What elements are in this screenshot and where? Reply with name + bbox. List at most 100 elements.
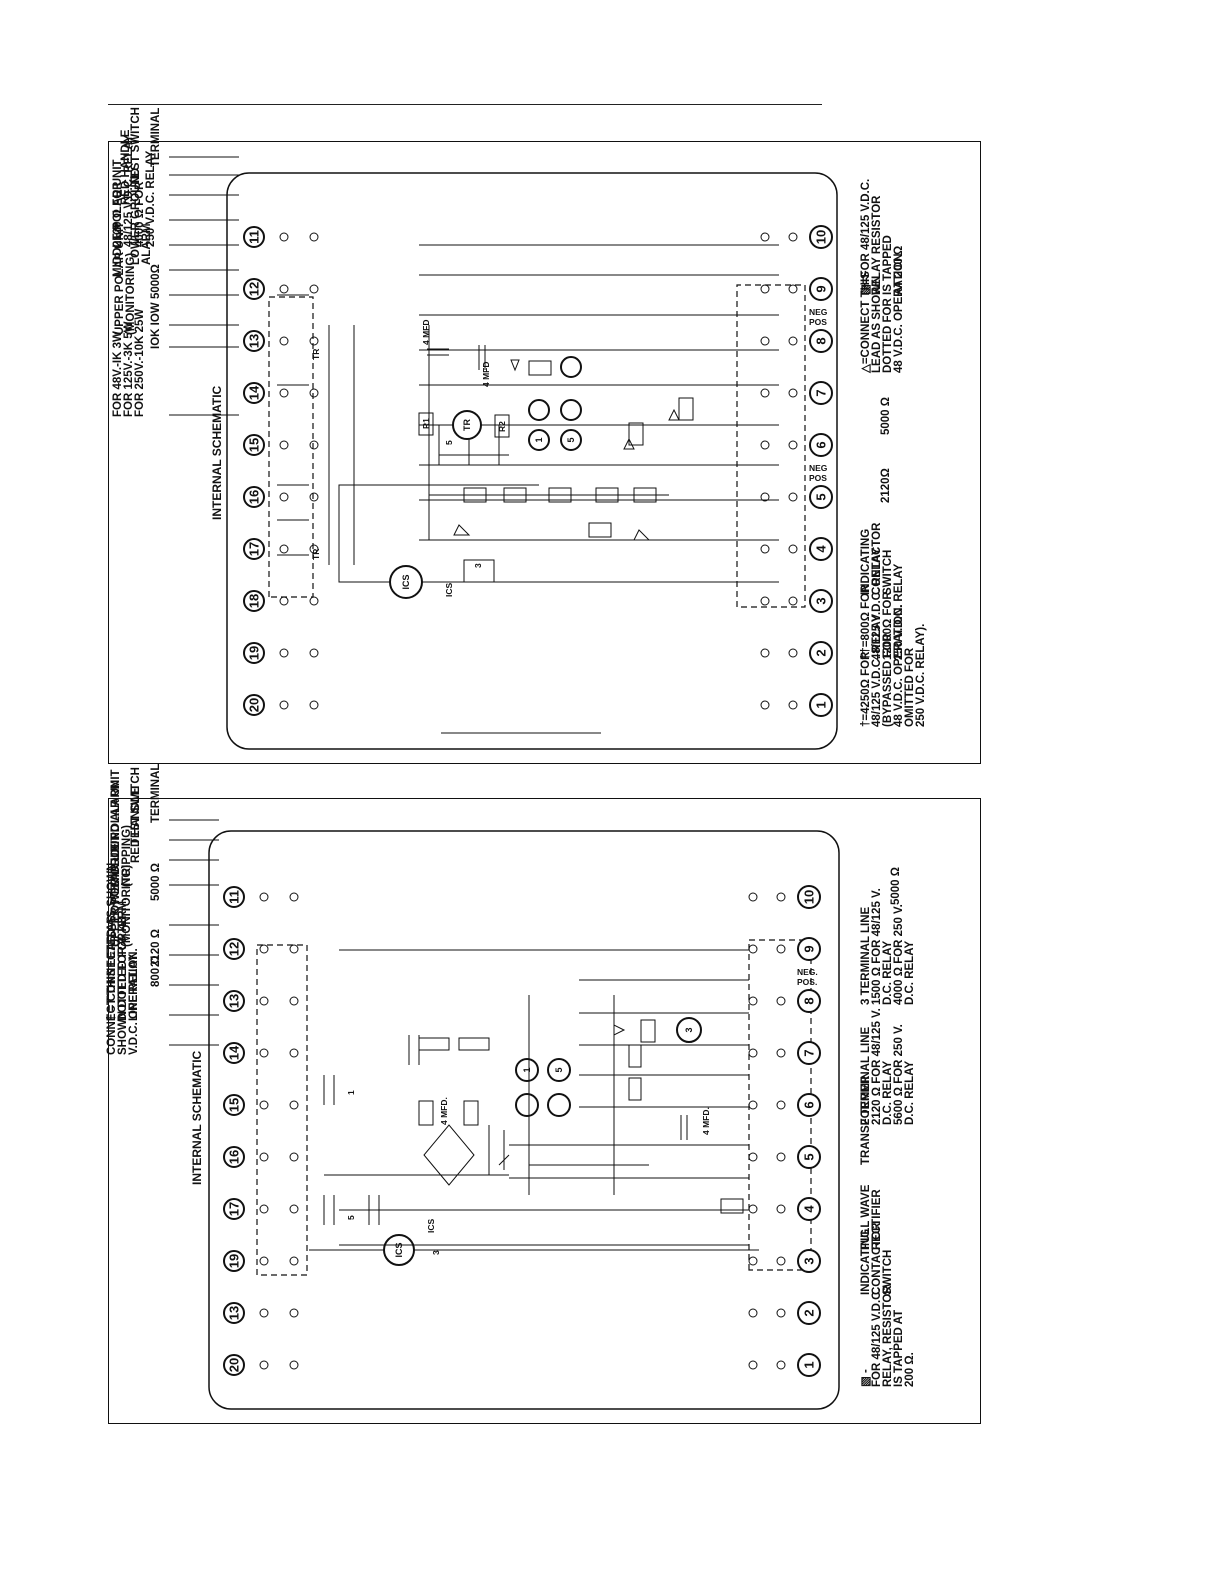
terminal-bottom-4 [797,1197,821,1221]
terminal-top-20 [243,694,265,716]
switch-stud [309,284,319,294]
aux-contacts [277,294,309,556]
terminal-bottom-1 [797,1353,821,1377]
mfd2-label: 4 MFD [481,362,491,388]
terminal-number: 15 [247,438,262,452]
note-rectifier-line: FULL WAVE [860,1184,872,1250]
label-connect-line: SHOWN DOTTED FOR 48 [117,916,129,1055]
note-tapped-line: IS TAPPED AT [893,1310,905,1387]
switch-stud [259,1048,269,1058]
note-connect-line: DOTTED FOR [882,298,894,373]
capacitor-bank [438,425,509,465]
switch-stud [279,492,289,502]
tr-label: TR [462,419,472,431]
note-800-line: 12000Ω FOR [882,591,894,660]
switch-stud [788,492,798,502]
lower-ground-unit-3 [560,356,582,378]
switch-stud [309,596,319,606]
resistor-dagger-3 [633,487,657,503]
label-5000-line: 5000 Ω [150,863,162,901]
switch-stud [776,1308,786,1318]
switch-stud [259,1100,269,1110]
switch-stud [289,1100,299,1110]
switch-stud [788,648,798,658]
terminal-number: 10 [802,890,817,904]
switch-stud [279,700,289,710]
mfd-capacitors [427,345,486,370]
resistor-r1 [418,412,434,436]
note-2-terminal-line: D.C. RELAY [882,1061,894,1125]
switch-stud [776,1256,786,1266]
cap-3-label: 3 [431,1250,441,1255]
switch-stud [776,1100,786,1110]
terminal-top-13 [243,330,265,352]
note-3-terminal-line: 1500 Ω FOR 48/125 V. [871,888,883,1005]
ics-label: ICS [401,574,411,589]
terminal-bottom-5 [797,1145,821,1169]
terminal-top-19 [243,642,265,664]
tapped-resistor-2 [678,397,694,421]
mfd-label: 4 MFD. [439,1097,449,1125]
terminal-top-13 [223,990,245,1012]
label-lower-ground-line: ALARM [141,223,153,265]
terminal-top-18 [243,590,265,612]
cap-5-label: 5 [444,440,454,445]
note-4250-line: 48/125 V.D.C. RELAY [871,614,883,727]
switch-stud [309,544,319,554]
note-tapped-line: 200 Ω. [904,1352,916,1387]
switch-stud [309,232,319,242]
terminal-bottom-6 [809,433,833,457]
terminal-bottom-7 [797,1041,821,1065]
terminal-number: 3 [802,1257,817,1264]
note-5000-line: 5000 Ω [890,867,902,905]
note-2-terminal-line: 5600 Ω FOR 250 V. [893,1024,905,1125]
polarity-tag: NEG [809,463,828,473]
terminal-top-13 [223,1302,245,1324]
label-terminal-line: TERMINAL [150,764,162,823]
switch-stud [788,232,798,242]
bus-wires [339,949,749,1246]
note-transformer-line: TRANSFORMER [860,1075,872,1165]
switch-stud [776,1360,786,1370]
note-ics-line: CONTACTOR [871,522,883,595]
switch-stud [788,596,798,606]
terminal-number: 20 [227,1358,242,1372]
switch-stud [760,648,770,658]
label-terminal-line: TERMINAL [150,108,162,167]
note-3-terminal-line: 3 TERMINAL LINE [860,906,872,1005]
switch-stud [760,544,770,554]
unit-5-label: 5 [554,1067,564,1072]
switch-stud [788,440,798,450]
label-dagger-line: LINE RELAY [128,953,140,1021]
switch-stud [279,440,289,450]
switch-stud [760,700,770,710]
note-4250-line: 48 V.D.C. OPERATION. [893,604,905,727]
label-leaders [169,156,239,416]
note-tapped-line: RELAY RESISTOR [871,195,883,295]
terminal-number: 9 [814,285,829,292]
terminal-number: 12 [247,282,262,296]
terminal-bottom-4 [809,537,833,561]
resistor-5000-line [720,1198,744,1214]
diode [613,1024,626,1036]
capacitor-banks [323,1035,649,1225]
resistor-5000-monitor [528,360,552,376]
switch-stud [776,892,786,902]
switch-stud [259,1152,269,1162]
transformer [488,1125,510,1175]
terminal-number: 11 [227,890,242,904]
switch-stud [748,1204,758,1214]
terminal-number: 17 [227,1202,242,1216]
terminal-top-15 [223,1094,245,1116]
note-ics-line: INDICATING [860,529,872,595]
tap-markers [623,408,680,450]
switch-stud [279,388,289,398]
aux-contact-box [268,296,314,598]
note-rectifier-line: RECTIFIER [871,1189,883,1250]
schematic-title: INTERNAL SCHEMATIC [210,385,224,520]
switch-stud [748,1360,758,1370]
terminal-top-12 [243,278,265,300]
terminal-bottom-9 [809,277,833,301]
note-ics-line: SWITCH [882,550,894,595]
